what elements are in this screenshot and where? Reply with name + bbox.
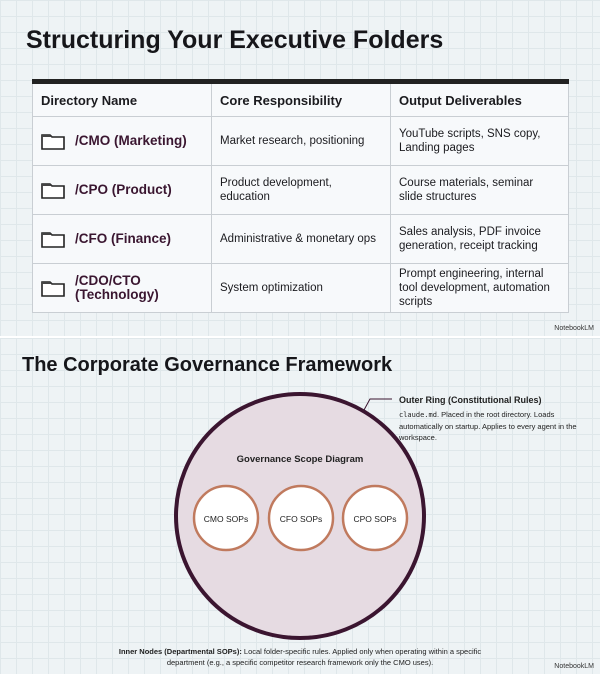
inner-nodes-title: Inner Nodes (Departmental SOPs): [118, 647, 242, 656]
directory-name: /CFO (Finance) [75, 231, 172, 246]
notebooklm-brand: NotebookLM [554, 663, 594, 670]
folder-icon [41, 134, 65, 150]
notebooklm-brand: NotebookLM [554, 325, 594, 332]
header-responsibility: Core Responsibility [211, 81, 391, 117]
responsibility: Administrative & monetary ops [211, 214, 391, 264]
governance-diagram: Governance Scope Diagram CMO SOPs CFO SO… [174, 392, 426, 640]
table-header: Directory Name Core Responsibility Outpu… [32, 81, 569, 117]
responsibility: Market research, positioning [211, 116, 391, 166]
slide-title: The Corporate Governance Framework [22, 354, 393, 376]
node-cfo [267, 484, 335, 552]
outer-ring-text: . Placed in the root directory. Loads au… [399, 410, 577, 442]
node-cpo [341, 484, 409, 552]
header-directory: Directory Name [32, 81, 212, 117]
directory-name: /CDO/CTO (Technology) [75, 273, 159, 302]
inner-nodes-text: Local folder-specific rules. Applied onl… [166, 647, 482, 667]
folder-icon [41, 281, 65, 297]
table-row: /CDO/CTO (Technology) System optimization… [32, 263, 569, 313]
table-row: /CFO (Finance) Administrative & monetary … [32, 214, 569, 264]
node-label: CPO SOPs [354, 514, 397, 524]
responsibility: Product development, education [211, 165, 391, 215]
header-deliverables: Output Deliverables [390, 81, 569, 117]
inner-nodes-annotation: Inner Nodes (Departmental SOPs): Local f… [100, 646, 500, 668]
node-label: CFO SOPs [280, 514, 323, 524]
table-row: /CPO (Product) Product development, educa… [32, 165, 569, 215]
folders-table: Directory Name Core Responsibility Outpu… [32, 79, 569, 313]
node-label: CMO SOPs [204, 514, 248, 524]
table-row: /CMO (Marketing) Market research, positio… [32, 116, 569, 166]
deliverables: YouTube scripts, SNS copy, Landing pages [390, 116, 569, 166]
leader-line [363, 398, 392, 411]
outer-ring-annotation: Outer Ring (Constitutional Rules) claude… [399, 395, 595, 443]
slide-title: Structuring Your Executive Folders [26, 26, 444, 54]
deliverables: Sales analysis, PDF invoice generation, … [390, 214, 569, 264]
directory-name: /CMO (Marketing) [75, 133, 187, 148]
directory-name: /CPO (Product) [75, 182, 172, 197]
outer-ring-title: Outer Ring (Constitutional Rules) [399, 395, 542, 405]
slide-governance-framework: The Corporate Governance Framework Gover… [0, 338, 600, 674]
deliverables: Course materials, seminar slide structur… [390, 165, 569, 215]
diagram-label: Governance Scope Diagram [237, 454, 364, 465]
deliverables: Prompt engineering, internal tool develo… [390, 263, 569, 313]
outer-ring-code: claude.md [399, 411, 437, 419]
responsibility: System optimization [211, 263, 391, 313]
slide-executive-folders: Structuring Your Executive Folders Direc… [0, 0, 600, 336]
folder-icon [41, 183, 65, 199]
folder-icon [41, 232, 65, 248]
node-cmo [192, 484, 260, 552]
